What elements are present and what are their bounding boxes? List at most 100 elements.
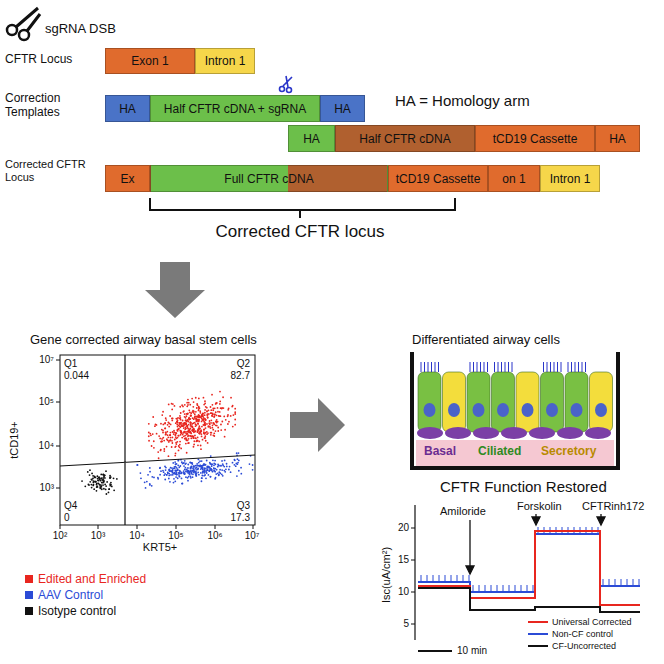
dot xyxy=(164,465,166,467)
dot xyxy=(222,465,224,467)
dot xyxy=(167,424,169,426)
dot xyxy=(216,414,218,416)
legend-line xyxy=(528,633,548,635)
dot xyxy=(211,415,213,417)
dot xyxy=(222,407,224,409)
text-label: 10⁴ xyxy=(0,440,54,452)
dot xyxy=(98,476,100,478)
columnar-cell xyxy=(418,372,441,432)
dot xyxy=(179,422,181,424)
dot xyxy=(148,440,150,442)
dot xyxy=(159,467,161,469)
dot xyxy=(210,468,212,470)
dot xyxy=(212,407,214,409)
dot xyxy=(214,460,216,462)
dot xyxy=(148,423,150,425)
dot xyxy=(191,398,193,400)
dot xyxy=(174,439,176,441)
dot xyxy=(199,460,201,462)
segment-label: on 1 xyxy=(502,172,525,186)
legend-entry: Non-CF control xyxy=(528,629,613,639)
dot xyxy=(153,447,155,449)
dot xyxy=(94,476,96,478)
text-label: Basal xyxy=(424,445,456,459)
dot xyxy=(183,410,185,412)
dot xyxy=(177,469,179,471)
dot xyxy=(103,474,105,476)
dot xyxy=(220,429,222,431)
dot xyxy=(208,413,210,415)
dot xyxy=(213,464,215,466)
plot-frame xyxy=(60,355,255,525)
dot xyxy=(161,429,163,431)
basal-cell xyxy=(557,427,583,439)
dot xyxy=(219,401,221,403)
dot xyxy=(180,422,182,424)
dot xyxy=(160,450,162,452)
dot xyxy=(195,420,197,422)
gene-segment-box: Exon 1 xyxy=(105,48,195,74)
dot xyxy=(173,478,175,480)
dot xyxy=(186,425,188,427)
text-label: 10 min xyxy=(457,645,487,657)
dot xyxy=(113,477,115,479)
dot xyxy=(205,464,207,466)
dot xyxy=(160,441,162,443)
dot xyxy=(205,477,207,479)
gene-segment-box: HA xyxy=(105,95,150,122)
dot xyxy=(249,463,251,465)
legend-entry: CF-Uncorrected xyxy=(528,641,616,651)
dot xyxy=(217,464,219,466)
text-label: Differentiated airway cells xyxy=(412,333,560,348)
dot xyxy=(163,450,165,452)
cilium xyxy=(435,362,436,372)
nucleus xyxy=(448,403,460,417)
dot xyxy=(91,487,93,489)
dot xyxy=(183,470,185,472)
dot xyxy=(166,446,168,448)
dot xyxy=(172,417,174,419)
dot xyxy=(200,416,202,418)
dot xyxy=(187,421,189,423)
dot xyxy=(195,437,197,439)
cilium xyxy=(487,362,488,372)
dot xyxy=(97,478,99,480)
dot xyxy=(211,465,213,467)
dot xyxy=(188,476,190,478)
dot xyxy=(192,427,194,429)
dot xyxy=(190,432,192,434)
dot xyxy=(179,417,181,419)
error-bar xyxy=(427,575,428,582)
dot xyxy=(176,421,178,423)
dot xyxy=(168,474,170,476)
columnar-cell xyxy=(590,372,613,432)
dot xyxy=(201,414,203,416)
dot xyxy=(196,463,198,465)
dot xyxy=(159,438,161,440)
dot xyxy=(181,478,183,480)
gene-segment-box: Half CFTR cDNA xyxy=(335,125,475,152)
dot xyxy=(103,481,105,483)
dot xyxy=(187,399,189,401)
nucleus xyxy=(473,403,485,417)
text-label: 0.044 xyxy=(64,370,89,382)
dot xyxy=(201,475,203,477)
text-label: KRT5+ xyxy=(143,541,177,554)
dot xyxy=(234,411,236,413)
dot xyxy=(170,432,172,434)
dot xyxy=(203,467,205,469)
dot xyxy=(200,445,202,447)
segment-label: tCD19 Cassette xyxy=(493,132,578,146)
dot xyxy=(210,422,212,424)
dot xyxy=(93,484,95,486)
dot xyxy=(215,411,217,413)
dot xyxy=(190,475,192,477)
dot xyxy=(215,402,217,404)
dot xyxy=(177,460,179,462)
dot xyxy=(175,442,177,444)
dot xyxy=(215,473,217,475)
error-bar xyxy=(451,575,452,582)
dot xyxy=(235,465,237,467)
cilium xyxy=(484,362,485,372)
dot xyxy=(232,405,234,407)
